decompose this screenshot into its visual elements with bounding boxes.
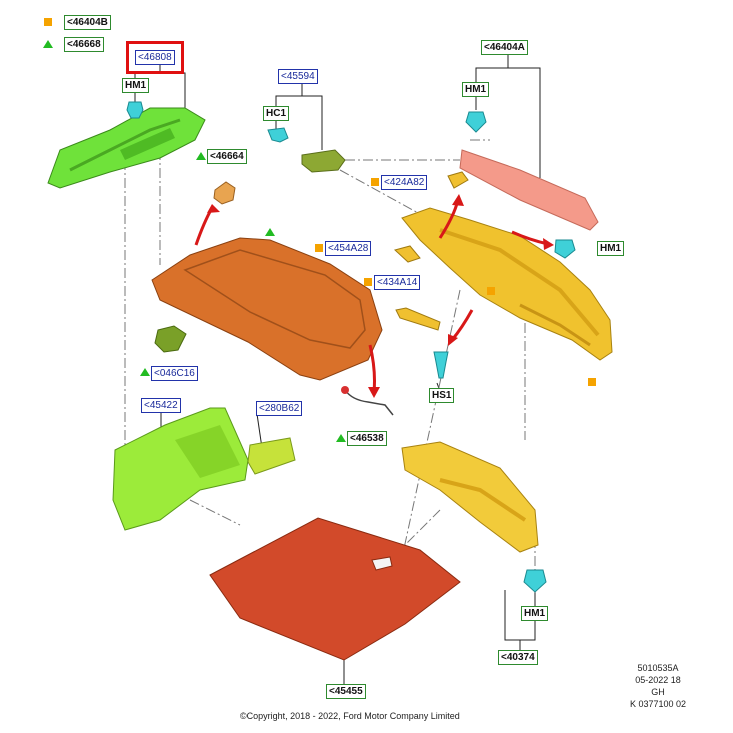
drawing-stamp: 5010535A 05-2022 18 GH K 0377100 02 (618, 662, 698, 710)
luggage-compartment-cover (151, 237, 383, 381)
hm1-clip-right (554, 239, 576, 259)
square-marker-icon (487, 287, 495, 295)
stamp-line-1: 5010535A (637, 663, 679, 673)
pad-280b62 (247, 437, 296, 475)
callout-hc1[interactable]: HC1 (263, 106, 290, 121)
square-marker-icon (315, 244, 323, 252)
left-upper-trim-panel (47, 107, 206, 189)
load-floor-mat (209, 517, 461, 661)
callout-046c16[interactable]: <046C16 (151, 366, 198, 381)
callout-40374[interactable]: <40374 (498, 650, 538, 665)
square-marker-icon (44, 18, 52, 26)
stamp-line-4: K 0377100 02 (629, 699, 687, 709)
assembly-lines (124, 139, 536, 591)
triangle-marker-icon (265, 228, 275, 236)
scuff-plate-40374 (401, 441, 539, 553)
hm1-clip-bottom (523, 569, 547, 593)
callout-46808[interactable]: <46808 (126, 41, 184, 74)
callout-45422[interactable]: <45422 (141, 398, 181, 413)
callout-46664[interactable]: <46664 (207, 149, 247, 164)
callout-hm1-top-right[interactable]: HM1 (462, 82, 490, 97)
copyright-notice: ©Copyright, 2018 - 2022, Ford Motor Comp… (240, 711, 460, 721)
square-marker-icon (371, 178, 379, 186)
stamp-line-3: GH (651, 687, 665, 697)
triangle-marker-icon (336, 434, 346, 442)
callout-45455[interactable]: <45455 (326, 684, 366, 699)
trim-454a28 (393, 245, 421, 263)
square-marker-icon (364, 278, 372, 286)
callout-424a82[interactable]: <424A82 (381, 175, 428, 190)
callout-434a14[interactable]: <434A14 (374, 275, 421, 290)
legend-square-ref[interactable]: <46404B (64, 15, 111, 30)
right-quarter-trim-panel (401, 207, 613, 361)
triangle-marker-icon (43, 40, 53, 48)
hs1-screw (433, 351, 449, 379)
bracket-046c16 (154, 325, 187, 353)
callout-hm1-right[interactable]: HM1 (597, 241, 625, 256)
trim-strip-434a14 (395, 307, 441, 331)
callout-280b62[interactable]: <280B62 (256, 401, 303, 416)
legend-triangle-ref[interactable]: <46668 (64, 37, 104, 52)
bracket-46664 (213, 181, 236, 205)
callout-45594[interactable]: <45594 (278, 69, 318, 84)
callout-454a28[interactable]: <454A28 (325, 241, 372, 256)
triangle-marker-icon (140, 368, 150, 376)
clip-424a82 (447, 171, 469, 189)
rear-shelf-trim (459, 149, 599, 231)
left-lower-trim-panel (112, 407, 249, 531)
hm1-clip-top-right (465, 111, 487, 133)
square-marker-icon (588, 378, 596, 386)
hm1-clip-top-left (126, 101, 144, 119)
hc1-clip (267, 127, 289, 143)
callout-hs1[interactable]: HS1 (429, 388, 455, 403)
bracket-45594 (301, 149, 346, 173)
stamp-line-2: 05-2022 18 (635, 675, 681, 685)
triangle-marker-icon (196, 152, 206, 160)
callout-hm1-bottom[interactable]: HM1 (521, 606, 549, 621)
callout-46404a[interactable]: <46404A (481, 40, 528, 55)
cable-46538 (341, 386, 394, 416)
callout-46538[interactable]: <46538 (347, 431, 387, 446)
red-arrowheads (207, 194, 554, 398)
callout-hm1-top-left[interactable]: HM1 (122, 78, 150, 93)
